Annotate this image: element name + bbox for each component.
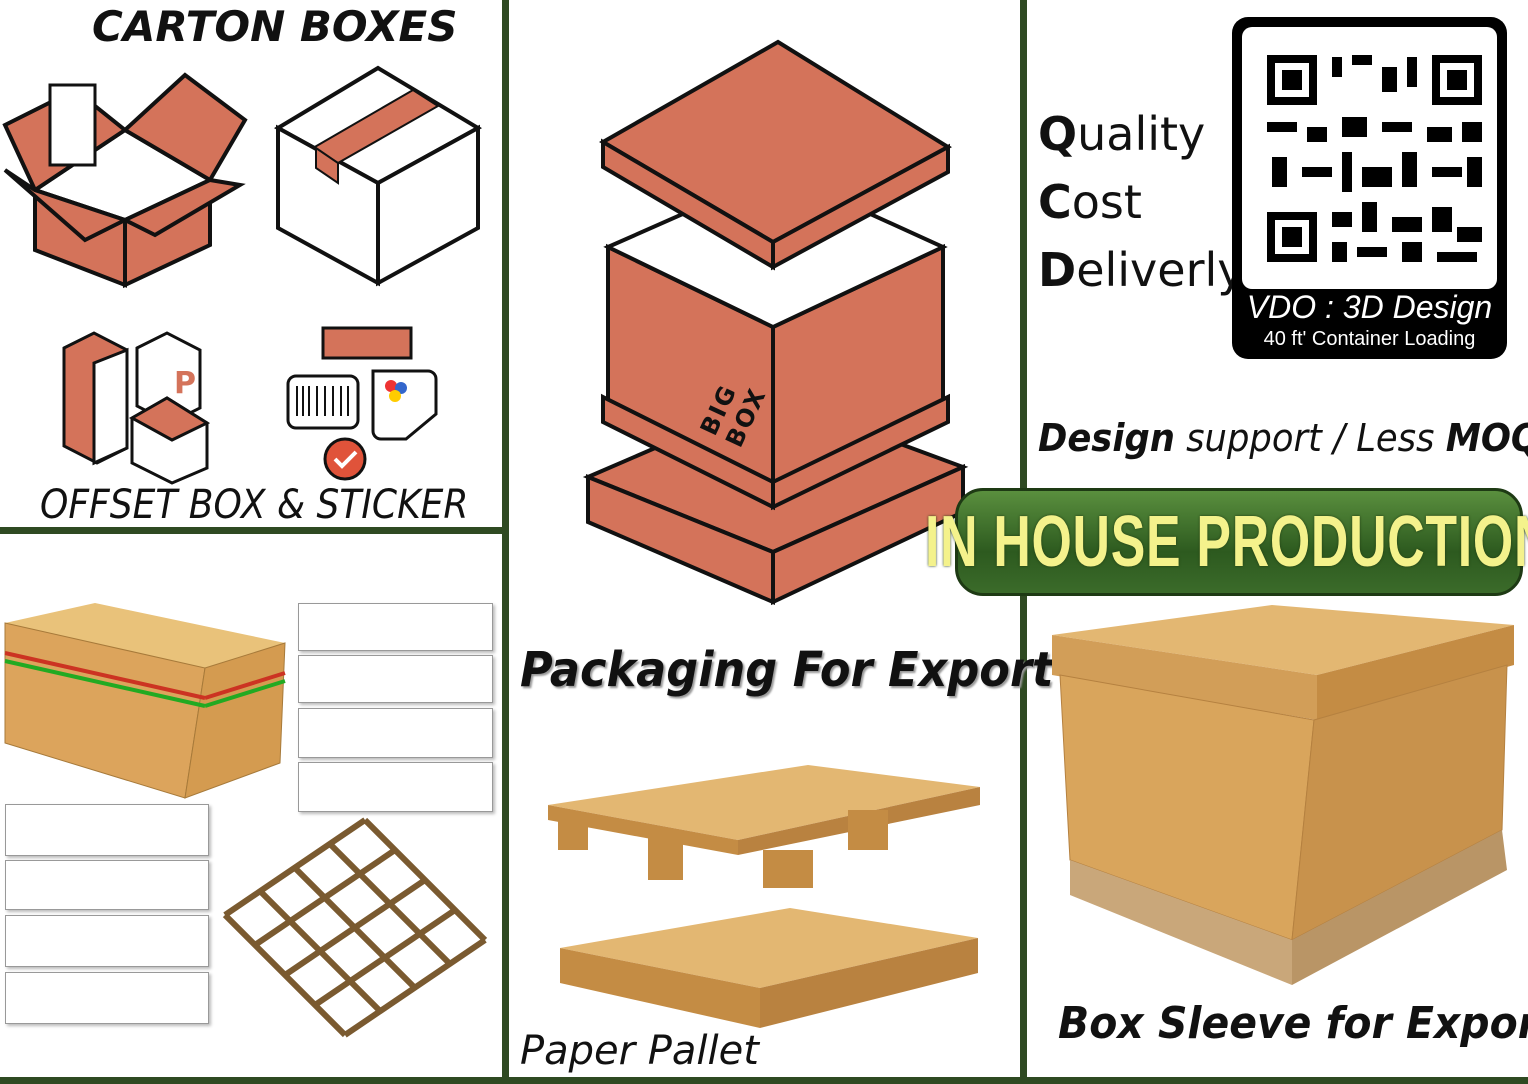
in-house-production-banner: IN HOUSE PRODUCTION <box>925 488 1528 596</box>
box-style-card <box>298 762 493 812</box>
qr-title: VDO : 3D Design <box>1246 289 1493 325</box>
box-style-card <box>298 708 493 758</box>
qcd-cost: Cost <box>1038 175 1142 229</box>
box-sleeve-caption: Box Sleeve for Export <box>1058 998 1528 1049</box>
box-style-card <box>298 655 493 703</box>
sticker-illustration <box>286 326 438 481</box>
offset-box-illustration: P <box>62 331 211 485</box>
qcd-quality: Quality <box>1038 107 1206 161</box>
design-support-tagline: Design support / Less MOQ <box>1038 416 1528 460</box>
box-sleeve-photo <box>1052 605 1514 985</box>
box-style-card <box>5 915 209 967</box>
carton-boxes-title: CARTON BOXES <box>92 2 458 51</box>
carton-divider-grid-photo <box>222 817 488 1038</box>
big-box-pallet-illustration <box>582 39 969 606</box>
printed-carton-photo <box>4 603 286 799</box>
packaging-for-export-title: Packaging For Export <box>520 642 1054 698</box>
svg-text:P: P <box>174 366 196 401</box>
qcd-list: Quality Cost Deliverly <box>1038 100 1245 304</box>
divider-horizontal <box>0 527 505 534</box>
qr-code-panel[interactable]: VDO : 3D Design 40 ft' Container Loading <box>1232 17 1507 359</box>
qr-subtitle: 40 ft' Container Loading <box>1263 328 1476 350</box>
qr-code[interactable] <box>1242 27 1497 289</box>
qcd-delivery: Deliverly <box>1038 243 1245 297</box>
paper-pallet-photo-2 <box>560 908 978 1028</box>
offset-box-sticker-caption: OFFSET BOX & STICKER <box>40 482 469 528</box>
paper-pallet-caption: Paper Pallet <box>520 1028 759 1074</box>
divider-left <box>502 0 509 1084</box>
box-style-card <box>5 804 209 856</box>
box-style-card <box>298 603 493 651</box>
open-carton-illustration <box>2 72 248 289</box>
paper-pallet-photo-1 <box>548 765 980 888</box>
box-style-card <box>5 860 209 910</box>
closed-carton-illustration <box>273 65 483 287</box>
box-style-card <box>5 972 209 1024</box>
divider-bottom <box>0 1077 1528 1084</box>
